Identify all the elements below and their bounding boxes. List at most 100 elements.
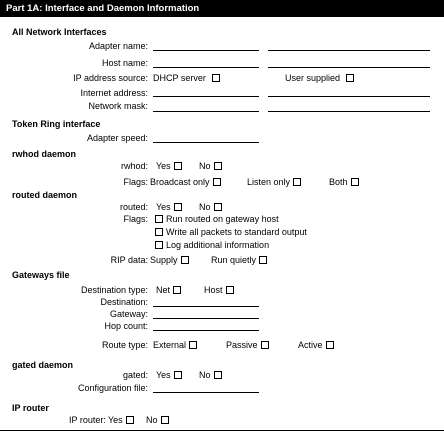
section-all-network-interfaces: All Network Interfaces [12, 27, 107, 37]
user-supplied-label: User supplied [285, 73, 341, 83]
section-routed-daemon: routed daemon [12, 190, 78, 200]
ip-router-no-label: No [146, 415, 158, 425]
page-title: Part 1A: Interface and Daemon Informatio… [0, 0, 444, 17]
internet-address-label: Internet address: [80, 88, 148, 98]
bottom-divider [0, 430, 444, 431]
dhcp-server-label: DHCP server [153, 73, 206, 83]
external-checkbox[interactable] [189, 341, 198, 349]
broadcast-only-option[interactable]: Broadcast only [150, 177, 221, 187]
write-packets-option[interactable]: Write all packets to standard output [155, 227, 307, 237]
ip-router-no-checkbox[interactable] [160, 416, 169, 424]
active-option[interactable]: Active [298, 340, 334, 350]
rwhod-no-label: No [199, 161, 211, 171]
run-on-gateway-label: Run routed on gateway host [166, 214, 279, 224]
network-mask-label: Network mask: [88, 101, 148, 111]
adapter-name-label: Adapter name: [88, 41, 148, 51]
gated-no-checkbox[interactable] [213, 371, 222, 379]
ip-router-yes-option[interactable]: Yes [108, 415, 134, 425]
external-option[interactable]: External [153, 340, 198, 350]
host-name-field-2[interactable] [268, 67, 430, 68]
gateway-field[interactable] [153, 318, 259, 319]
rwhod-label: rwhod: [120, 161, 148, 171]
net-option[interactable]: Net [156, 285, 182, 295]
rwhod-flags-label: Flags: [123, 177, 148, 187]
destination-field[interactable] [153, 306, 259, 307]
passive-label: Passive [226, 340, 258, 350]
ip-router-label: IP router: [69, 415, 106, 425]
gated-label: gated: [122, 370, 148, 380]
rwhod-no-checkbox[interactable] [213, 162, 222, 170]
supply-checkbox[interactable] [180, 256, 189, 264]
host-option[interactable]: Host [204, 285, 234, 295]
destination-label: Destination: [100, 297, 148, 307]
dhcp-server-checkbox[interactable] [211, 74, 220, 82]
gated-no-option[interactable]: No [199, 370, 222, 380]
section-token-ring-interface: Token Ring interface [12, 119, 101, 129]
passive-checkbox[interactable] [260, 341, 269, 349]
configuration-file-label: Configuration file: [77, 383, 148, 393]
host-checkbox[interactable] [225, 286, 234, 294]
host-label: Host [204, 285, 223, 295]
adapter-name-field-1[interactable] [153, 50, 259, 51]
section-gated-daemon: gated daemon [12, 360, 74, 370]
destination-type-label: Destination type: [80, 285, 148, 295]
net-checkbox[interactable] [173, 286, 182, 294]
rwhod-no-option[interactable]: No [199, 161, 222, 171]
user-supplied-option[interactable]: User supplied [285, 73, 355, 83]
broadcast-only-checkbox[interactable] [212, 178, 221, 186]
dhcp-server-option[interactable]: DHCP server [153, 73, 220, 83]
run-on-gateway-checkbox[interactable] [155, 215, 163, 223]
ip-router-yes-checkbox[interactable] [125, 416, 134, 424]
configuration-file-field[interactable] [153, 392, 259, 393]
gateway-label: Gateway: [109, 309, 148, 319]
host-name-field-1[interactable] [153, 67, 259, 68]
routed-no-checkbox[interactable] [213, 203, 222, 211]
routed-no-option[interactable]: No [199, 202, 222, 212]
gated-yes-label: Yes [156, 370, 171, 380]
supply-option[interactable]: Supply [150, 255, 189, 265]
ip-address-source-label: IP address source: [73, 73, 148, 83]
log-info-checkbox[interactable] [155, 241, 163, 249]
internet-address-field-2[interactable] [268, 96, 430, 97]
gated-yes-checkbox[interactable] [173, 371, 182, 379]
log-info-option[interactable]: Log additional information [155, 240, 269, 250]
network-mask-field-1[interactable] [153, 111, 259, 112]
listen-only-label: Listen only [247, 177, 291, 187]
hop-count-field[interactable] [153, 330, 259, 331]
passive-option[interactable]: Passive [226, 340, 269, 350]
net-label: Net [156, 285, 171, 295]
routed-yes-label: Yes [156, 202, 171, 212]
active-checkbox[interactable] [325, 341, 334, 349]
section-ip-router: IP router [12, 403, 49, 413]
gated-yes-option[interactable]: Yes [156, 370, 182, 380]
internet-address-field-1[interactable] [153, 96, 259, 97]
section-rwhod-daemon: rwhod daemon [12, 149, 77, 159]
run-quietly-checkbox[interactable] [259, 256, 268, 264]
routed-yes-option[interactable]: Yes [156, 202, 182, 212]
routed-yes-checkbox[interactable] [173, 203, 182, 211]
hop-count-label: Hop count: [104, 321, 148, 331]
network-mask-field-2[interactable] [268, 111, 430, 112]
routed-label: routed: [119, 202, 148, 212]
adapter-name-field-2[interactable] [268, 50, 430, 51]
section-gateways-file: Gateways file [12, 270, 70, 280]
adapter-speed-label: Adapter speed: [86, 133, 148, 143]
both-checkbox[interactable] [350, 178, 359, 186]
write-packets-label: Write all packets to standard output [166, 227, 307, 237]
rwhod-yes-checkbox[interactable] [173, 162, 182, 170]
adapter-speed-field[interactable] [153, 142, 259, 143]
user-supplied-checkbox[interactable] [346, 74, 355, 82]
listen-only-option[interactable]: Listen only [247, 177, 302, 187]
both-option[interactable]: Both [329, 177, 359, 187]
route-type-label: Route type: [101, 340, 148, 350]
write-packets-checkbox[interactable] [155, 228, 163, 236]
run-quietly-label: Run quietly [211, 255, 257, 265]
listen-only-checkbox[interactable] [293, 178, 302, 186]
ip-router-yes-label: Yes [108, 415, 123, 425]
run-on-gateway-option[interactable]: Run routed on gateway host [155, 214, 279, 224]
ip-router-no-option[interactable]: No [146, 415, 169, 425]
rwhod-yes-option[interactable]: Yes [156, 161, 182, 171]
run-quietly-option[interactable]: Run quietly [211, 255, 268, 265]
both-label: Both [329, 177, 348, 187]
